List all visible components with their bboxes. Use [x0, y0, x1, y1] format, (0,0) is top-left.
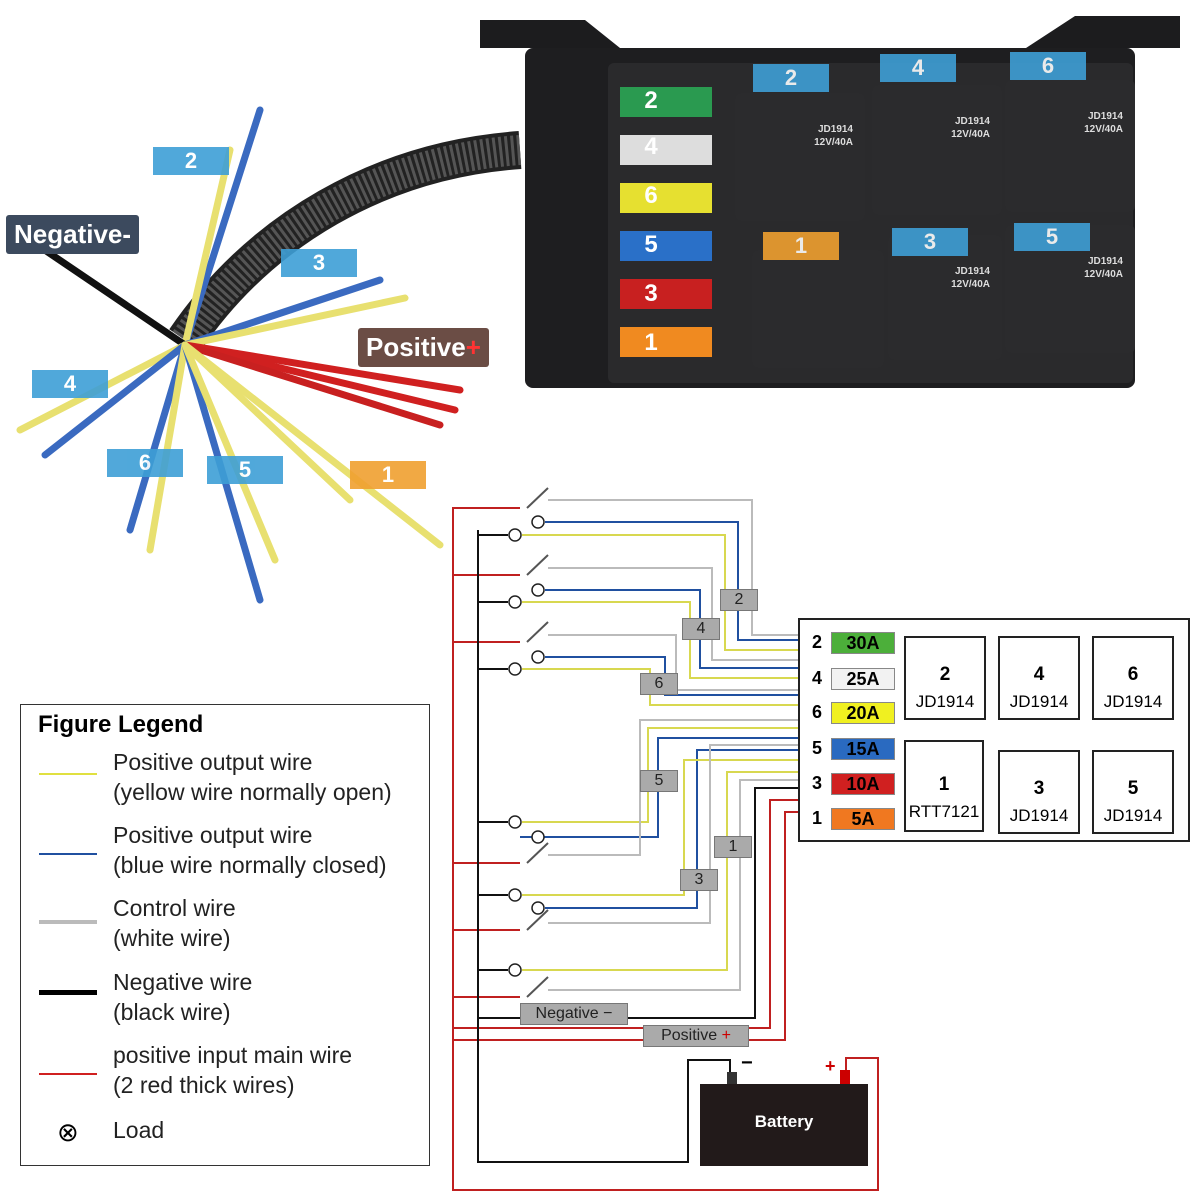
relay-2: JD1914 12V/40A: [735, 93, 865, 221]
battery-label: Battery: [754, 1112, 814, 1131]
red-wire-swatch: [39, 1073, 97, 1075]
fuse-rating: 30A: [831, 632, 895, 654]
fuse-label: 6: [644, 182, 658, 209]
relay-rating: 12V/40A: [1084, 124, 1123, 135]
relay-rating: 12V/40A: [814, 137, 853, 148]
wire-label-6: 6: [107, 449, 183, 477]
relay-model: JD1914: [1087, 256, 1123, 267]
wire-group-1: 1: [714, 836, 752, 858]
blue-wire-swatch: [39, 853, 97, 855]
battery-positive-terminal: [840, 1070, 850, 1084]
fuse-label: 1: [644, 329, 658, 356]
positive-text: Positive: [366, 332, 466, 362]
wire-label-4: 4: [32, 370, 108, 398]
relay-tag: 2: [753, 64, 829, 92]
fuse-number: 6: [812, 702, 823, 722]
wire-label-1: 1: [350, 461, 426, 489]
battery: Battery: [700, 1084, 868, 1166]
relay-tag: 4: [880, 54, 956, 82]
negative-bus-label: Negative −: [520, 1003, 628, 1025]
fuse-rating: 20A: [831, 702, 895, 724]
wire-label-5: 5: [207, 456, 283, 484]
battery-neg-sign: −: [741, 1052, 753, 1074]
negative-callout: Negative-: [6, 215, 140, 254]
negative-text: Negative: [14, 219, 123, 249]
wire-group-3: 3: [680, 869, 718, 891]
positive-bus-label: Positive +: [643, 1025, 749, 1047]
legend-title: Figure Legend: [38, 711, 204, 738]
wire-label-3: 3: [281, 249, 357, 277]
fuse-rating: 10A: [831, 773, 895, 795]
yellow-wire-swatch: [39, 773, 97, 775]
relay-rating: 12V/40A: [951, 279, 990, 290]
fuse-rating: 5A: [831, 808, 895, 830]
battery-pos-sign: +: [825, 1056, 836, 1076]
wire-group-2: 2: [720, 589, 758, 611]
legend-item: Load: [113, 1117, 165, 1143]
legend-item: Positive output wire(yellow wire normall…: [113, 749, 392, 805]
legend-item: Positive output wire(blue wire normally …: [113, 822, 387, 878]
legend-item: Negative wire(black wire): [113, 969, 253, 1025]
relay-model: JD1914: [817, 124, 853, 135]
legend-item: Control wire(white wire): [113, 895, 236, 951]
positive-bus-text: Positive: [661, 1027, 718, 1044]
relay-model: JD1914: [1087, 111, 1123, 122]
relay-6: JD1914 12V/40A: [1005, 80, 1135, 212]
fuse-column: [620, 87, 712, 367]
relay-1: [752, 250, 884, 368]
relay-tag: 1: [763, 232, 839, 260]
fuse-number: 1: [812, 808, 823, 828]
fuse-rating: 25A: [831, 668, 895, 690]
fuse-label: 2: [644, 87, 658, 114]
fuse-rating: 15A: [831, 738, 895, 760]
fuse-number: 2: [812, 632, 823, 652]
black-wire-swatch: [39, 990, 97, 995]
relay-tag: 5: [1014, 223, 1090, 251]
load-icons: [508, 515, 545, 977]
figure-legend: Figure Legend Positive output wire(yello…: [20, 704, 430, 1166]
fuse-number: 5: [812, 738, 823, 758]
legend-item: positive input main wire(2 red thick wir…: [113, 1042, 353, 1098]
relay-rating: 12V/40A: [1084, 269, 1123, 280]
relay-tag: 3: [892, 228, 968, 256]
relay-model: JD1914: [954, 116, 990, 127]
relay-model: JD1914: [954, 266, 990, 277]
fuse-number: 4: [812, 668, 823, 688]
negative-bus-text: Negative: [535, 1005, 599, 1022]
relay-4: JD1914 12V/40A: [872, 85, 1002, 215]
battery-negative-terminal: [727, 1072, 737, 1084]
positive-callout: Positive+: [358, 328, 489, 367]
fuse-label: 5: [644, 231, 658, 258]
wire-label-2: 2: [153, 147, 229, 175]
fuse-label: 3: [644, 280, 658, 307]
relay-tag: 6: [1010, 52, 1086, 80]
white-wire-swatch: [39, 920, 97, 924]
wire-group-5: 5: [640, 770, 678, 792]
fuse-label: 4: [644, 133, 658, 160]
fuse-number: 3: [812, 773, 823, 793]
relay-rating: 12V/40A: [951, 129, 990, 140]
wire-group-6: 6: [640, 673, 678, 695]
wire-group-4: 4: [682, 618, 720, 640]
load-icon: ⊗: [57, 1117, 79, 1147]
